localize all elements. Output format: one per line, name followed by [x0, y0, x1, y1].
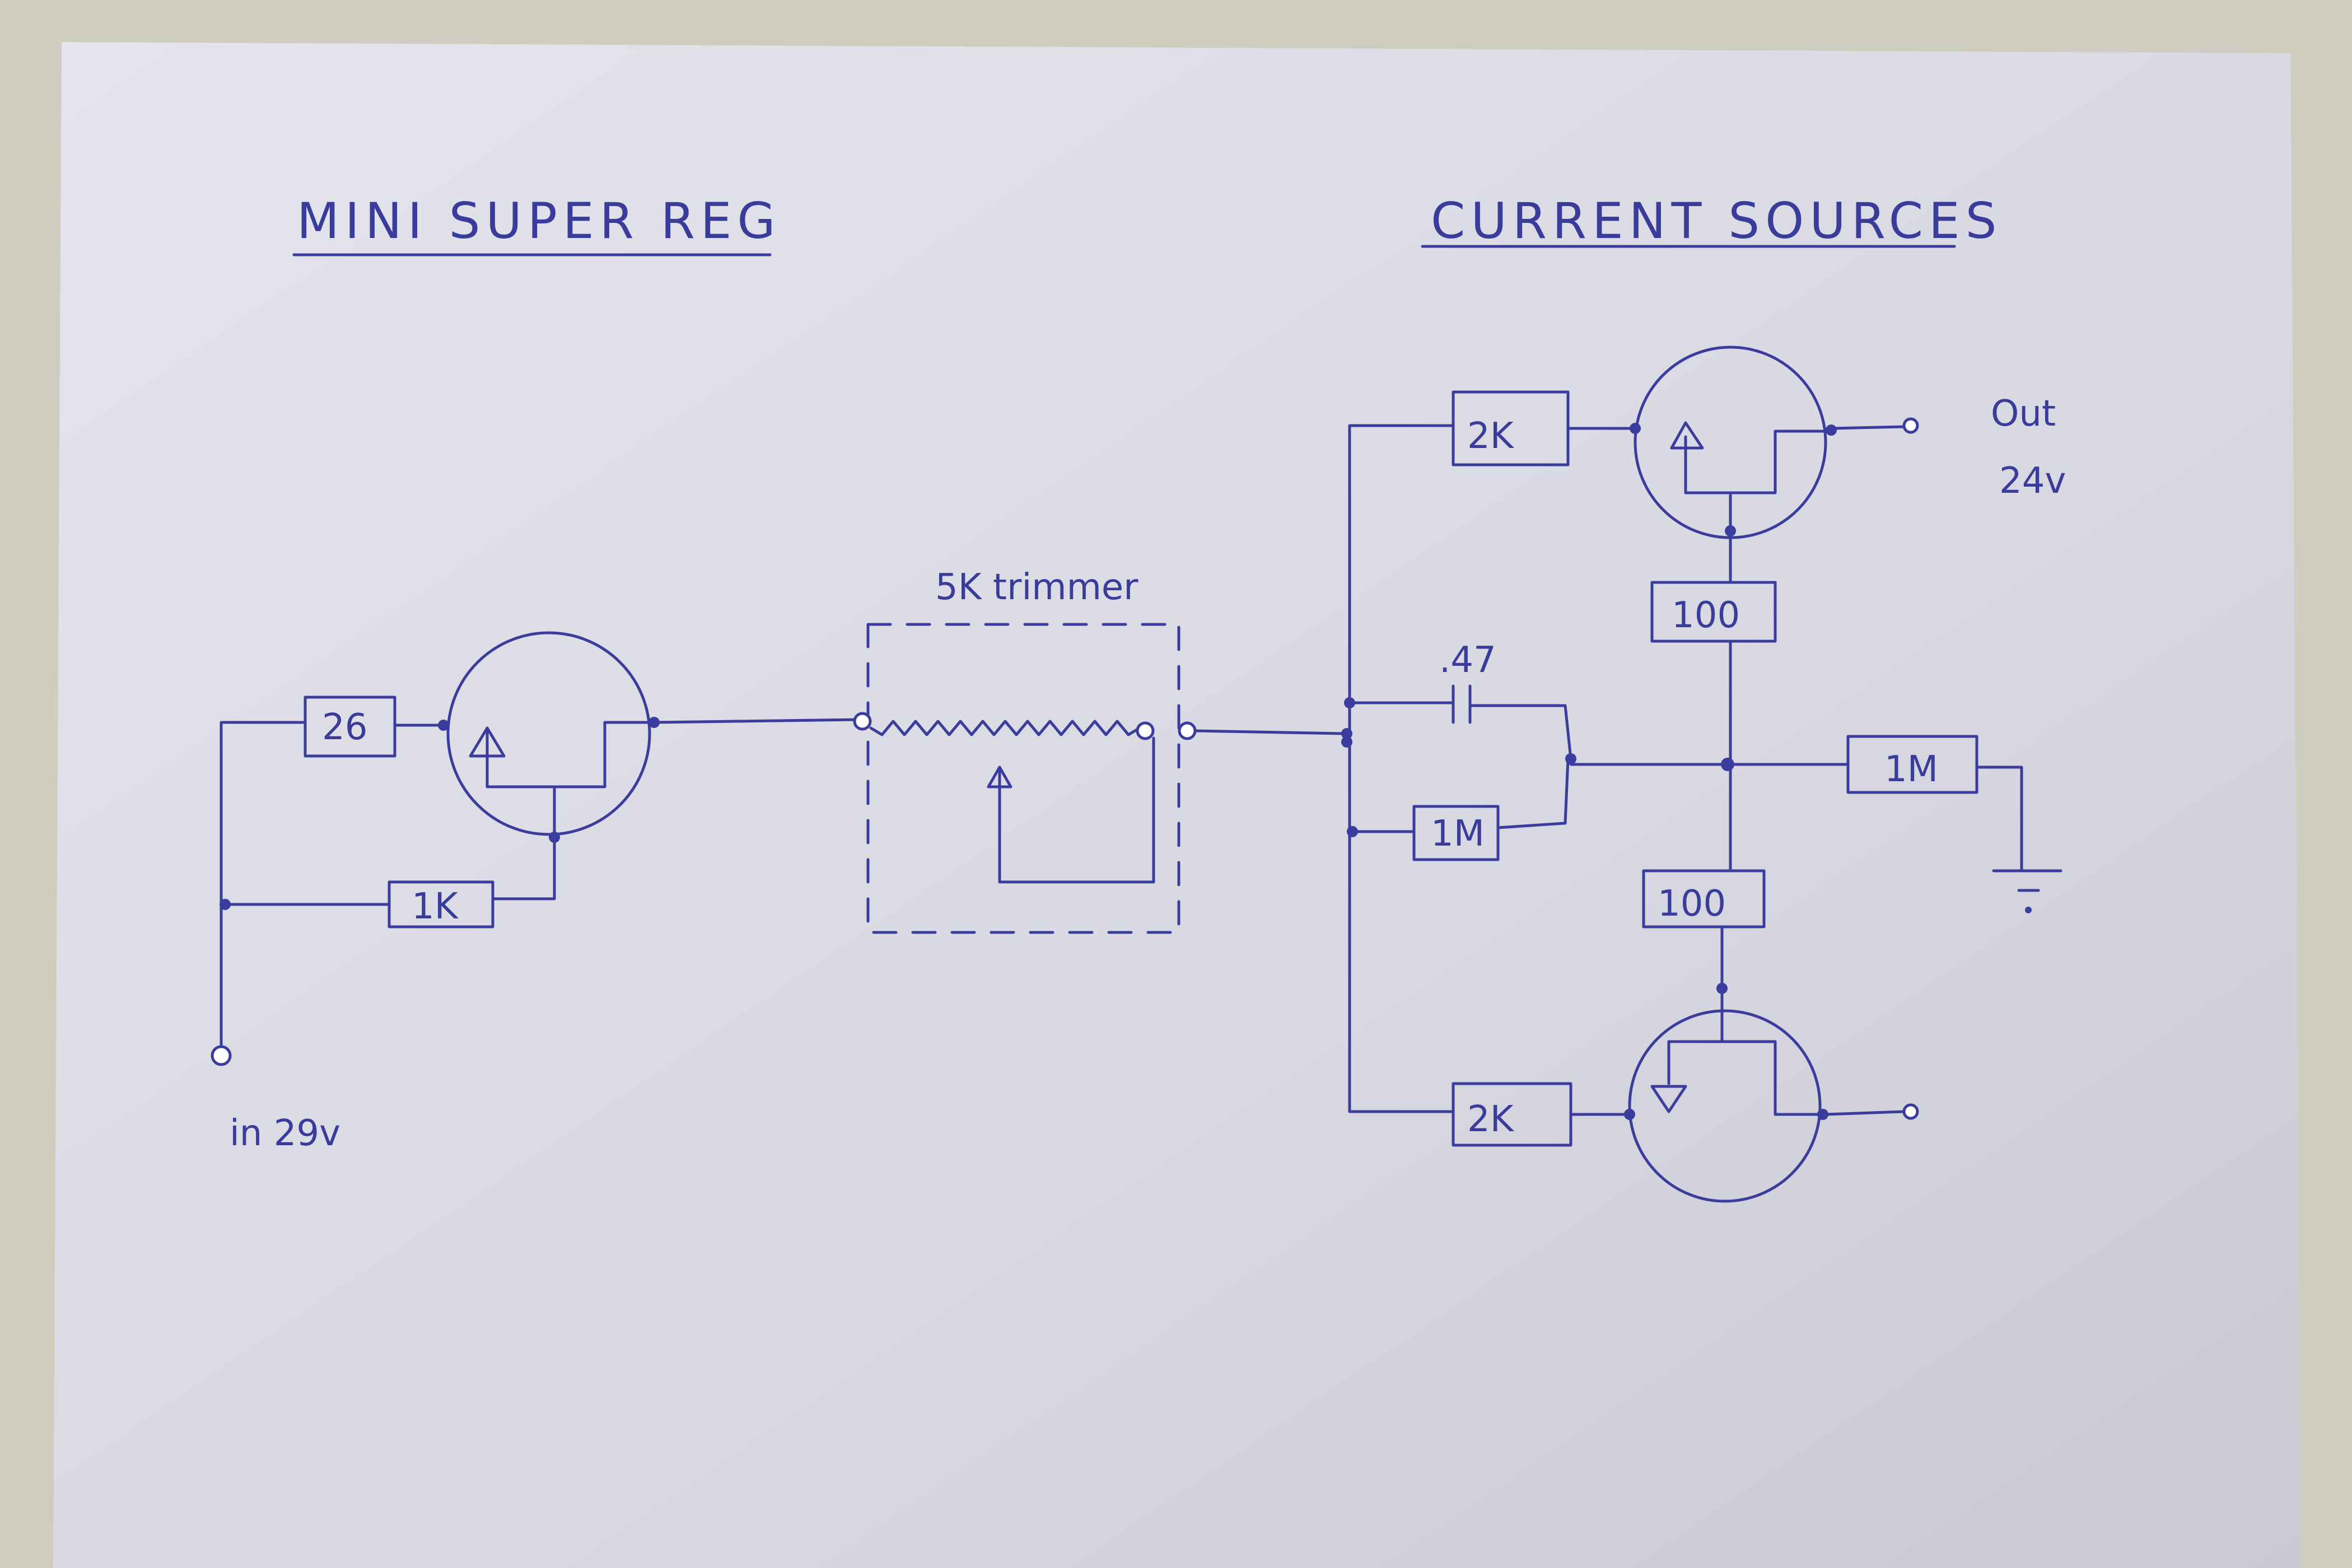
resistor-1m-left	[1412, 805, 1500, 861]
resistor-100-bottom-label: 100	[1658, 883, 1726, 925]
current-sources-section: 2K Out 24v 100 .47 1M	[1341, 346, 2066, 1203]
transistor-regulator	[446, 631, 651, 836]
resistor-100-top-label: 100	[1672, 595, 1740, 636]
resistor-1m-right-label: 1M	[1884, 749, 1938, 790]
output-label-line1: Out	[1991, 393, 2056, 435]
output-terminal-top	[1902, 417, 1919, 434]
output-label-line2: 24v	[1999, 460, 2066, 502]
resistor-1k-label: 1K	[412, 886, 459, 927]
capacitor-label: .47	[1439, 640, 1496, 681]
trimmer-label: 5K trimmer	[935, 567, 1138, 608]
transistor-bottom-arrow-icon	[1650, 1085, 1687, 1113]
resistor-2k-top-label: 2K	[1467, 416, 1515, 457]
resistor-100-bottom	[1642, 869, 1766, 928]
input-terminal	[211, 1045, 232, 1066]
resistor-2k-bottom-label: 2K	[1467, 1099, 1515, 1140]
resistor-100-top	[1650, 581, 1777, 643]
title-mini-super-reg: MINI SUPER REG	[297, 192, 781, 250]
title-current-sources: CURRENT SOURCES	[1431, 192, 2003, 250]
resistor-1m-left-label: 1M	[1431, 813, 1485, 855]
output-terminal-bottom	[1902, 1103, 1919, 1120]
super-reg-section: 26 1K in 29v	[211, 631, 861, 1154]
transistor-bottom	[1628, 1009, 1822, 1203]
ground-icon	[1992, 869, 2062, 913]
resistor-1k	[388, 880, 494, 928]
input-voltage-label: in 29v	[230, 1113, 340, 1154]
resistor-26-label: 26	[322, 707, 367, 748]
trimmer-resistor-zigzag	[869, 720, 1141, 736]
resistor-1m-right	[1846, 735, 1978, 794]
trimmer-section: 5K trimmer	[853, 567, 1346, 934]
trimmer-outline	[866, 623, 1180, 934]
